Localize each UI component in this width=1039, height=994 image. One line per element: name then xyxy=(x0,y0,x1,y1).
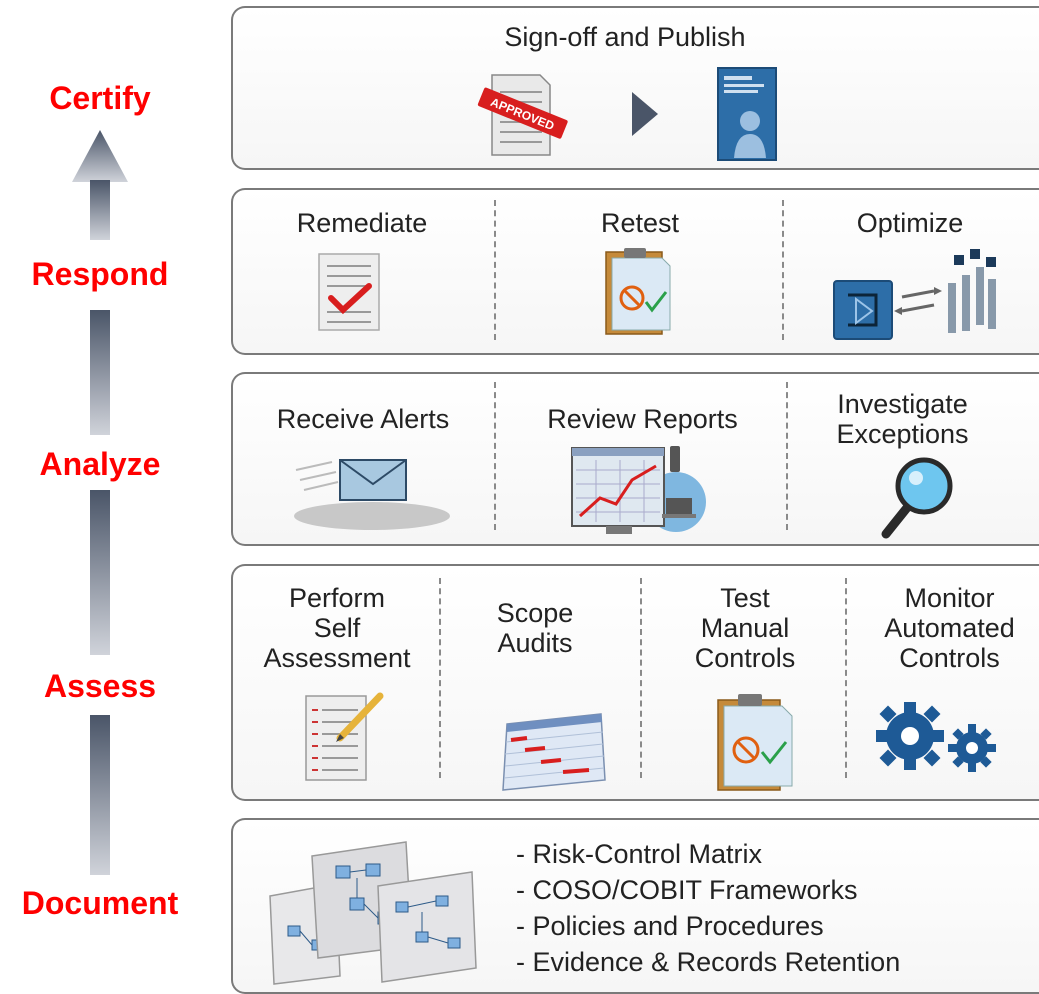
retest-clipboard-icon xyxy=(605,248,671,335)
magnifying-glass-icon xyxy=(881,457,953,539)
stage-respond: Respond xyxy=(31,256,169,292)
stage-analyze: Analyze xyxy=(39,446,161,482)
retest-label: Retest xyxy=(600,208,680,238)
bullet-risk-control-matrix: Risk-Control Matrix xyxy=(516,836,900,872)
optimize-process-icon xyxy=(833,249,996,340)
process-diagrams-icon xyxy=(269,841,477,985)
remediate-checklist-icon xyxy=(318,253,380,331)
stage-certify: Certify xyxy=(49,80,151,116)
gears-icon xyxy=(876,702,996,772)
stage-assess: Assess xyxy=(43,668,157,704)
audit-schedule-icon xyxy=(502,713,606,791)
stage-document: Document xyxy=(21,885,179,921)
optimize-label: Optimize xyxy=(856,208,964,238)
approved-document-icon: APPROVED xyxy=(477,74,568,156)
test-manual-controls-label: Test Manual Controls xyxy=(694,583,796,673)
self-assessment-form-icon xyxy=(305,692,384,781)
perform-self-assessment-label: Perform Self Assessment xyxy=(263,583,411,673)
publish-arrow-icon xyxy=(632,92,658,136)
bullet-policies-procedures: Policies and Procedures xyxy=(516,908,900,944)
diagram-sheet-right xyxy=(377,871,477,983)
manual-controls-clipboard-icon xyxy=(717,694,793,791)
document-bullet-list: Risk-Control Matrix COSO/COBIT Framework… xyxy=(516,836,901,980)
published-report-icon xyxy=(717,67,777,161)
review-reports-icon xyxy=(571,446,706,534)
upward-progress-arrow xyxy=(72,130,128,875)
assess-divider-1 xyxy=(439,578,441,778)
bullet-coso-cobit-frameworks: COSO/COBIT Frameworks xyxy=(516,872,900,908)
investigate-exceptions-label: Investigate Exceptions xyxy=(836,389,969,449)
bullet-evidence-records-retention: Evidence & Records Retention xyxy=(516,944,901,980)
review-reports-label: Review Reports xyxy=(547,404,738,434)
analyze-divider-1 xyxy=(494,382,496,530)
analyze-divider-2 xyxy=(786,382,788,530)
assess-divider-2 xyxy=(640,578,642,778)
monitor-automated-controls-label: Monitor Automated Controls xyxy=(884,583,1015,673)
scope-audits-label: Scope Audits xyxy=(496,598,574,658)
respond-divider-2 xyxy=(782,200,784,340)
receive-alerts-label: Receive Alerts xyxy=(276,404,450,434)
sign-off-publish-label: Sign-off and Publish xyxy=(504,22,746,52)
assess-divider-3 xyxy=(845,578,847,778)
email-alert-icon xyxy=(294,459,450,530)
remediate-label: Remediate xyxy=(296,208,428,238)
certify-panel xyxy=(231,6,1039,170)
respond-divider-1 xyxy=(494,200,496,340)
